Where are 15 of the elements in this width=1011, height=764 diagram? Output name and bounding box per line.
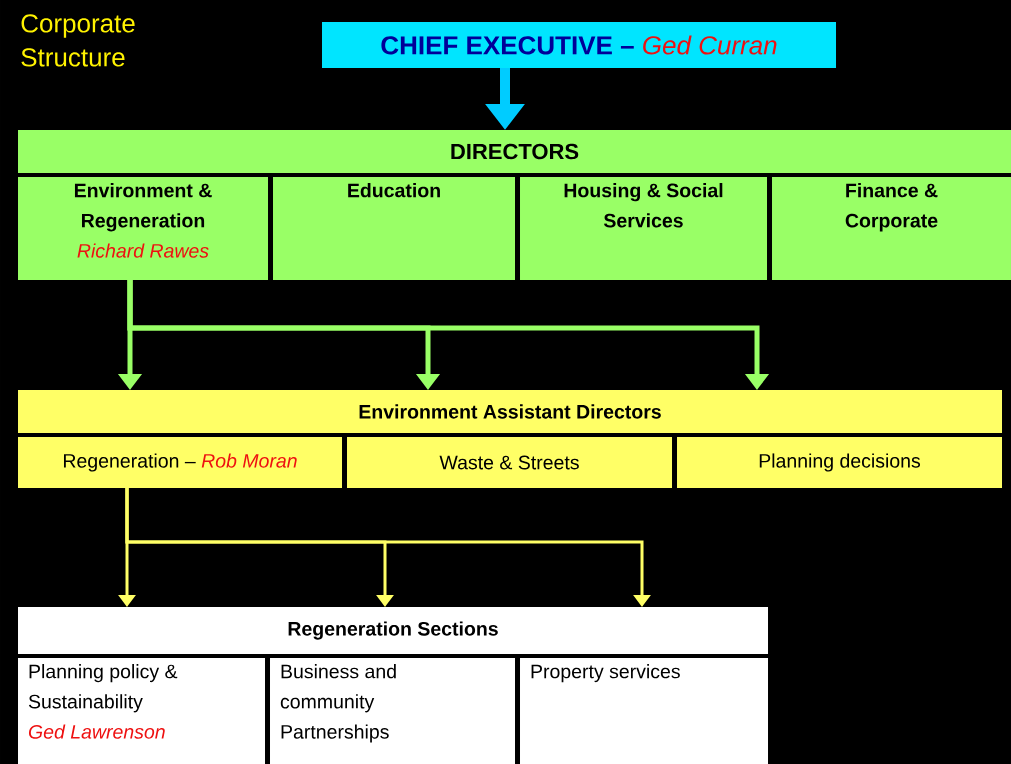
header-band: DIRECTORS: [18, 130, 1011, 173]
section-cell: Business and community Partnerships: [270, 658, 515, 764]
title-text: Corporate Structure: [21, 14, 135, 67]
assistant-director-cell: Regeneration – Rob Moran: [18, 437, 342, 488]
assistant-director-cell: Planning decisions: [677, 437, 1002, 488]
executive-box: CHIEF EXECUTIVE – Ged Curran: [322, 22, 836, 68]
section-cell: Planning policy & Sustainability Ged Lawrenson: [18, 658, 265, 764]
director-cell: Housing & Social Services: [520, 177, 767, 280]
director-cell: Environment & Regeneration Richard Rawes: [18, 177, 268, 280]
director-cell: Finance & Corporate: [772, 177, 1011, 280]
section-cell: Property services: [520, 658, 768, 764]
assistant-director-cell: Waste & Streets: [347, 437, 672, 488]
director-cell: Education: [273, 177, 515, 280]
header-band: Regeneration Sections: [18, 607, 768, 654]
header-band: Environment Assistant Directors: [18, 390, 1002, 433]
